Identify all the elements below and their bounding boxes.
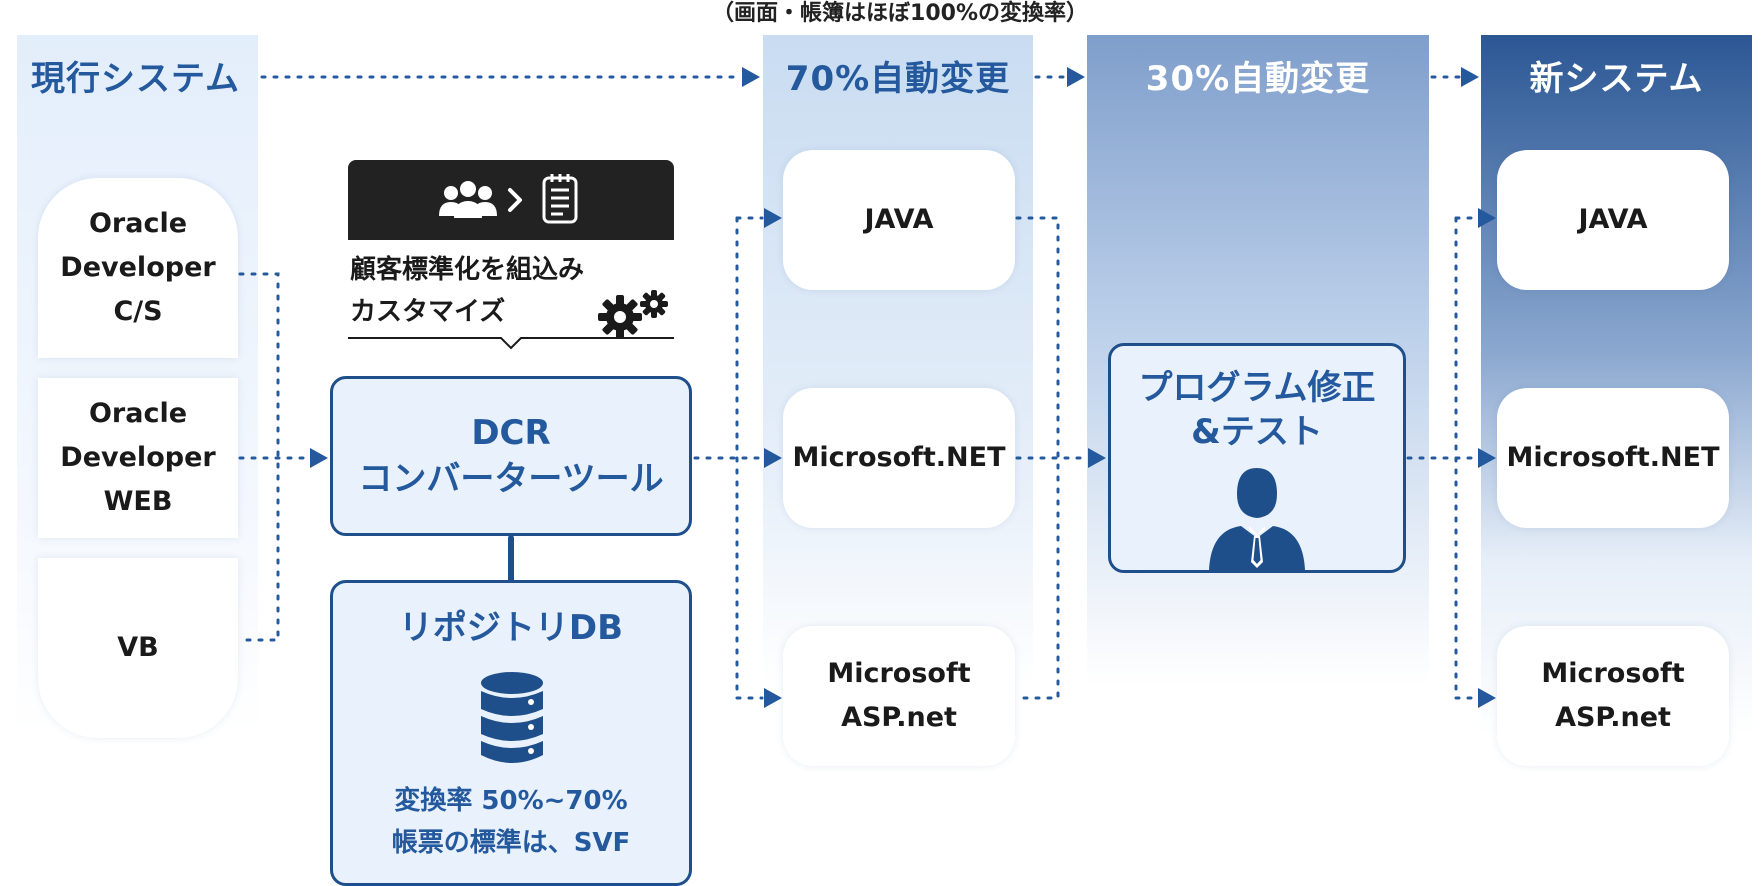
document-icon [542, 174, 578, 224]
arrowhead-java-70 [764, 208, 782, 228]
arrowhead-net-new [1478, 448, 1496, 468]
customization-header [348, 160, 674, 240]
arrowhead-net-70 [764, 448, 782, 468]
column-title-new: 新システム [1529, 59, 1704, 99]
customization-underline [348, 336, 674, 360]
gear-icon [596, 288, 674, 344]
dcr-subtitle: コンバーターツール [358, 459, 664, 499]
target70-aspnet: Microsoft ASP.net [783, 626, 1015, 766]
target70-dotnet: Microsoft.NET [783, 388, 1015, 528]
dcr-title: DCR [471, 413, 551, 453]
customization-line1: 顧客標準化を組込み [350, 255, 585, 285]
new-aspnet: Microsoft ASP.net [1497, 626, 1729, 766]
column-auto70-bg [763, 35, 1033, 685]
column-title-auto70: 70%自動変更 [785, 59, 1011, 99]
person-icon [1207, 464, 1307, 574]
people-icon [439, 181, 497, 218]
new-java: JAVA [1497, 150, 1729, 290]
source-oracle-web: Oracle Developer WEB [38, 378, 238, 538]
source-bracket-line [238, 272, 280, 642]
dcr-converter-box: DCR コンバーターツール [330, 376, 692, 536]
arrowhead-asp-new [1478, 688, 1496, 708]
program-title-line1: プログラム修正 [1138, 368, 1376, 408]
target70-java: JAVA [783, 150, 1015, 290]
conversion-rate-note: （画面・帳簿はほぼ100%の変換率） [712, 1, 1088, 26]
customization-line2: カスタマイズ [350, 297, 506, 327]
column-title-auto30: 30%自動変更 [1145, 59, 1371, 99]
column-title-current: 現行システム [31, 59, 240, 99]
new-dotnet: Microsoft.NET [1497, 388, 1729, 528]
header-arrow-head-3 [1461, 67, 1479, 87]
header-arrow-head-1 [742, 67, 760, 87]
header-arrow-head-2 [1067, 67, 1085, 87]
arrowhead-program [1088, 448, 1106, 468]
arrowhead-java-new [1478, 208, 1496, 228]
database-icon [479, 671, 545, 771]
source-oracle-cs: Oracle Developer C/S [38, 178, 238, 358]
repository-note: 帳票の標準は、SVF [391, 828, 631, 858]
source-vb: VB [38, 558, 238, 738]
program-fix-test-box: プログラム修正 &テスト [1108, 343, 1406, 573]
source-to-dcr-arrowhead [310, 448, 328, 468]
repository-title: リポジトリDB [398, 608, 624, 648]
arrowhead-asp-70 [764, 688, 782, 708]
program-title-line2: &テスト [1191, 412, 1323, 452]
repository-db-box: リポジトリDB 変換率 50%~70% 帳票の標準は、SVF [330, 580, 692, 886]
repository-rate: 変換率 50%~70% [394, 786, 628, 816]
targets70-bracket-line [1015, 216, 1060, 700]
chevron-right-icon [508, 188, 522, 212]
